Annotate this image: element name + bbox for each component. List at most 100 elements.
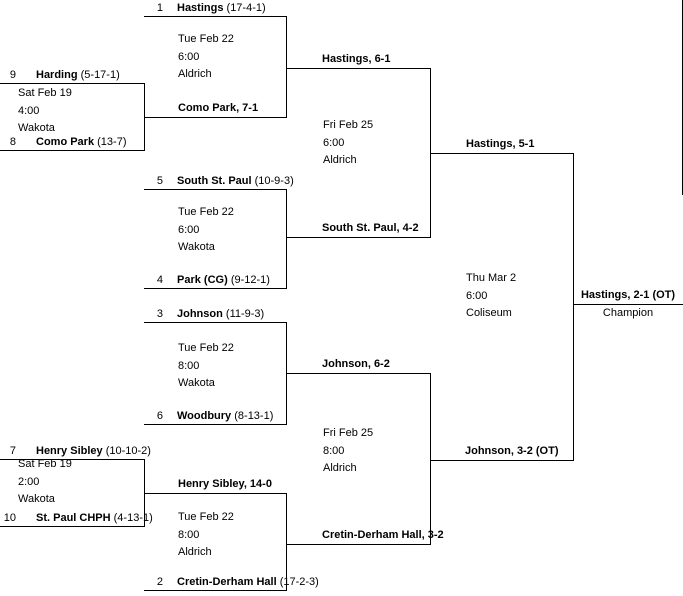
game-time: 8:00 (178, 528, 200, 541)
result-sf1: Hastings, 5-1 (466, 138, 535, 150)
game-time: 6:00 (178, 50, 200, 63)
game-info-qf4: Tue Feb 22 8:00 Aldrich (178, 509, 234, 562)
seed-henrysibley: 7 (9, 445, 16, 457)
bracket-line-stpaulchph-seed (0, 526, 144, 527)
bracket-connector-qf4 (286, 493, 287, 591)
game-date: Sat Feb 19 (18, 458, 72, 470)
game-date: Tue Feb 22 (178, 511, 234, 523)
game-time: 8:00 (323, 444, 345, 457)
team-name: Hastings (177, 2, 224, 14)
game-venue: Coliseum (466, 307, 512, 319)
result-qf1: Hastings, 6-1 (322, 53, 391, 65)
game-info-qf3: Tue Feb 22 8:00 Wakota (178, 340, 234, 393)
bracket-line-qf2-winner (286, 237, 430, 238)
seed-parkcg: 4 (156, 274, 163, 286)
result-final: Hastings, 2-1 (OT) (580, 289, 676, 301)
result-sf2: Johnson, 3-2 (OT) (465, 445, 559, 457)
team-name: Johnson (177, 308, 223, 320)
result-qf2: South St. Paul, 4-2 (322, 222, 419, 234)
seed-cretinderham: 2 (156, 576, 163, 588)
team-parkcg: Park (CG) (9-12-1) (177, 274, 270, 287)
bracket-line-comopark-seed (0, 150, 144, 151)
seed-comopark: 8 (9, 136, 16, 148)
game-time: 6:00 (323, 136, 345, 149)
team-record: (10-10-2) (105, 445, 151, 457)
game-venue: Aldrich (323, 154, 357, 166)
seed-stpaulchph: 10 (3, 512, 16, 524)
game-info-qf1: Tue Feb 22 6:00 Aldrich (178, 31, 234, 84)
team-harding: Harding (5-17-1) (36, 69, 120, 82)
game-date: Tue Feb 22 (178, 33, 234, 45)
team-record: (13-7) (97, 136, 127, 148)
game-date: Fri Feb 25 (323, 119, 374, 131)
team-southstpaul: South St. Paul (10-9-3) (177, 175, 294, 188)
game-info-sf2: Fri Feb 25 8:00 Aldrich (323, 425, 373, 478)
bracket-connector-playin1 (144, 83, 145, 151)
bracket-line-qf3-winner (286, 373, 430, 374)
bracket-line-playin1-winner (144, 117, 286, 118)
team-name: Woodbury (177, 410, 232, 422)
game-venue: Wakota (178, 377, 215, 389)
team-name: Como Park (36, 136, 95, 148)
bracket-line-sf2-winner (430, 460, 573, 461)
result-playin1: Como Park, 7-1 (178, 102, 259, 114)
bracket-line-champion (573, 304, 683, 305)
team-cretinderham: Cretin-Derham Hall (17-2-3) (177, 576, 319, 589)
game-date: Fri Feb 25 (323, 427, 374, 439)
game-info-sf1: Fri Feb 25 6:00 Aldrich (323, 117, 373, 170)
game-info-playin2: Sat Feb 19 2:00 Wakota (18, 456, 72, 509)
game-venue: Wakota (18, 122, 55, 134)
bracket-connector-qf1 (286, 16, 287, 118)
result-qf3: Johnson, 6-2 (322, 358, 390, 370)
game-time: 6:00 (178, 223, 200, 236)
seed-woodbury: 6 (156, 410, 163, 422)
game-time: 4:00 (18, 104, 40, 117)
team-name: Harding (36, 69, 78, 81)
bracket-line-hastings-seed (144, 16, 286, 17)
game-info-playin1: Sat Feb 19 4:00 Wakota (18, 85, 72, 138)
bracket-line-henrysibley-seed (0, 459, 144, 460)
seed-hastings: 1 (156, 2, 163, 14)
game-venue: Wakota (178, 241, 215, 253)
game-venue: Aldrich (323, 462, 357, 474)
game-venue: Aldrich (178, 68, 212, 80)
bracket-line-harding-seed (0, 83, 144, 84)
game-info-qf2: Tue Feb 22 6:00 Wakota (178, 204, 234, 257)
team-woodbury: Woodbury (8-13-1) (177, 410, 273, 423)
bracket-connector-qf2 (286, 189, 287, 289)
seed-johnson: 3 (156, 308, 163, 320)
team-name: Park (CG) (177, 274, 228, 286)
result-qf4: Cretin-Derham Hall, 3-2 (322, 529, 444, 541)
game-info-final: Thu Mar 2 6:00 Coliseum (466, 270, 516, 323)
bracket-line-qf1-winner (286, 68, 430, 69)
bracket-connector-playin2 (144, 459, 145, 527)
team-record: (8-13-1) (234, 410, 274, 422)
bracket-line-woodbury-seed (144, 424, 286, 425)
game-date: Tue Feb 22 (178, 342, 234, 354)
game-time: 8:00 (178, 359, 200, 372)
game-venue: Aldrich (178, 546, 212, 558)
game-time: 6:00 (466, 289, 488, 302)
team-comopark: Como Park (13-7) (36, 136, 126, 149)
team-record: (11-9-3) (225, 308, 265, 320)
game-date: Thu Mar 2 (466, 272, 517, 284)
champion-label: Champion (602, 307, 654, 319)
bracket-line-sf1-winner (430, 153, 573, 154)
team-henrysibley: Henry Sibley (10-10-2) (36, 445, 151, 458)
game-date: Sat Feb 19 (18, 87, 72, 99)
team-name: Cretin-Derham Hall (177, 576, 277, 588)
bracket-connector-sf1 (430, 68, 431, 238)
bracket-line-johnson-seed (144, 322, 286, 323)
team-record: (9-12-1) (230, 274, 270, 286)
team-record: (5-17-1) (80, 69, 120, 81)
team-record: (17-4-1) (226, 2, 266, 14)
team-name: South St. Paul (177, 175, 252, 187)
seed-southstpaul: 5 (156, 175, 163, 187)
bracket-line-southstpaul-seed (144, 189, 286, 190)
seed-harding: 9 (9, 69, 16, 81)
bracket-line-qf4-winner (286, 544, 430, 545)
bracket-connector-qf3 (286, 322, 287, 425)
team-stpaulchph: St. Paul CHPH (4-13-1) (36, 512, 153, 525)
bracket-line-cretinderham-seed (144, 590, 286, 591)
